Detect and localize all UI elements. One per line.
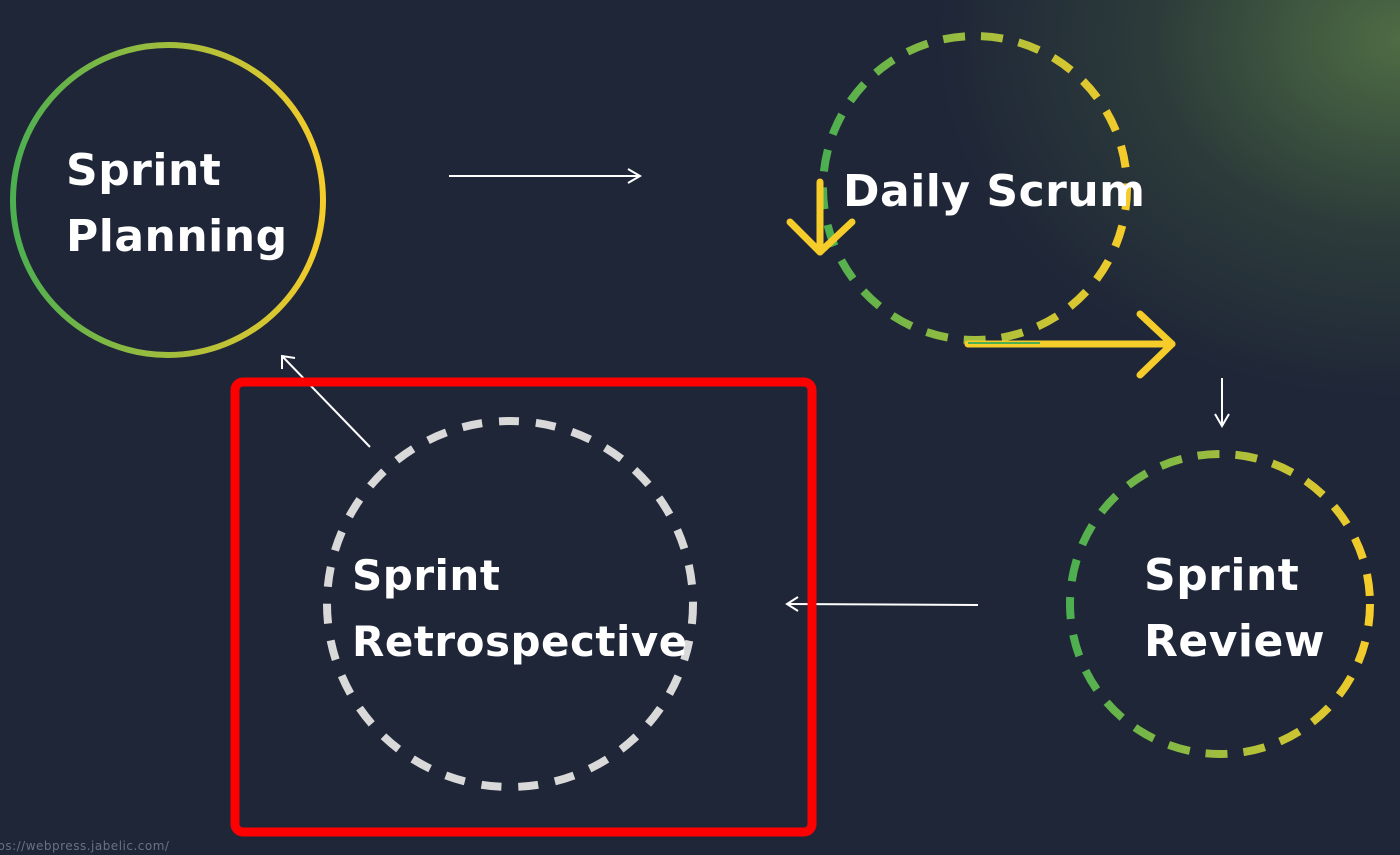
- daily-scrum-label: Daily Scrum: [843, 166, 1146, 217]
- sprint-retrospective-label: Sprint Retrospective: [352, 543, 688, 675]
- sprint-review-label: Sprint Review: [1144, 543, 1325, 675]
- sprint-review-circle: [1066, 450, 1374, 758]
- sprint-retrospective-circle: [323, 417, 697, 791]
- sprint-review-label-line1: Sprint: [1144, 550, 1300, 601]
- arrow-review-to-retro: [785, 596, 979, 612]
- arrow-retro-to-planning: [281, 354, 371, 448]
- source-url-watermark: tps://webpress.jabelic.com/: [0, 839, 170, 853]
- sprint-planning-label-line1: Sprint: [66, 145, 222, 196]
- daily-loop-down-arrow-icon: [786, 178, 856, 256]
- arrow-planning-to-daily: [449, 168, 642, 184]
- sprint-planning-circle: [10, 42, 326, 358]
- sprint-review-label-line2: Review: [1144, 616, 1325, 667]
- arrow-daily-to-review: [1214, 378, 1230, 428]
- sprint-planning-label: Sprint Planning: [66, 138, 288, 270]
- sprint-retrospective-label-line1: Sprint: [352, 551, 501, 600]
- retrospective-highlight-box: [230, 377, 817, 837]
- sprint-retrospective-label-line2: Retrospective: [352, 617, 688, 666]
- daily-exit-arrow-icon: [964, 310, 1176, 379]
- sprint-planning-label-line2: Planning: [66, 211, 288, 262]
